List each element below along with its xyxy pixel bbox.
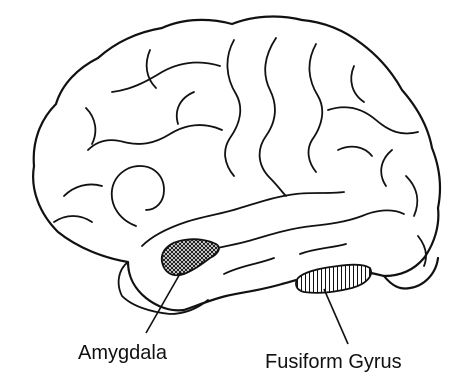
orbital-fold: [54, 216, 92, 222]
amygdala-region: [162, 239, 219, 275]
frontal-gyrus-fold-3: [177, 92, 194, 124]
parietal-fold-1: [351, 66, 364, 102]
fusiform-gyrus-label: Fusiform Gyrus: [265, 351, 402, 373]
temporal-fold-2: [300, 244, 346, 254]
lateral-sulcus: [142, 192, 344, 246]
superior-temporal-sulcus: [190, 210, 404, 256]
pars-opercularis-curl: [112, 166, 164, 226]
parietal-fold-2: [381, 150, 392, 186]
precentral-sulcus: [225, 40, 240, 176]
temporal-fold-1: [224, 258, 274, 274]
central-sulcus: [260, 38, 286, 196]
frontal-gyrus-fold-2: [147, 50, 156, 88]
frontal-gyrus-fold-1: [86, 108, 95, 144]
cerebrum-outline: [33, 17, 440, 311]
postcentral-sulcus: [309, 44, 323, 172]
cerebellum-outline: [384, 258, 438, 289]
parietal-fold-3: [338, 147, 372, 156]
superior-frontal-sulcus: [112, 63, 220, 92]
occipital-fold-1: [406, 176, 417, 216]
fusiform-gyrus-region: [296, 265, 371, 293]
inferior-frontal-sulcus: [88, 125, 222, 150]
intraparietal-sulcus: [328, 107, 418, 133]
pars-triangularis-curl: [64, 184, 102, 196]
amygdala-label: Amygdala: [78, 342, 168, 364]
fusiform-gyrus-leader-line: [324, 289, 348, 344]
